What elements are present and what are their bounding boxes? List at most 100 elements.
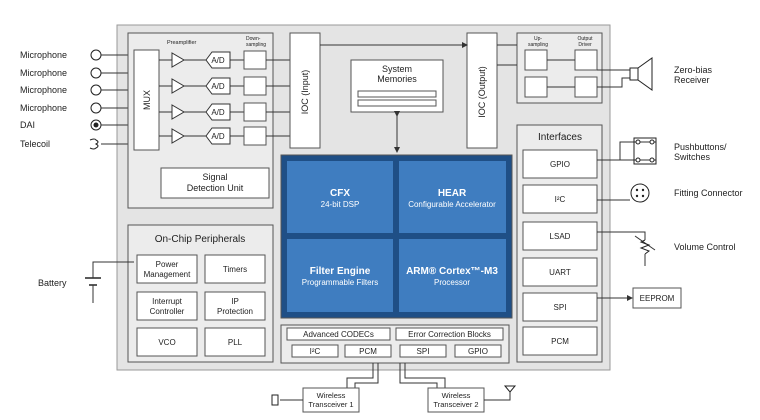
- pushbutton-wires: [597, 141, 656, 161]
- pushbuttons-label: Pushbuttons/Switches: [674, 142, 727, 162]
- downsampling-box: [243, 102, 267, 122]
- battery-wire: [92, 261, 134, 303]
- bus-port-label: SPI: [417, 347, 430, 356]
- bus-block-label: Advanced CODECs: [303, 330, 374, 339]
- input-label: DAI: [20, 120, 35, 130]
- peripheral-box: [136, 327, 198, 357]
- interface-box: [522, 257, 598, 287]
- microphone-icon: [90, 102, 102, 114]
- ad-label: A/D: [211, 132, 225, 141]
- pushbutton-icon: [633, 137, 657, 165]
- downsampling-box: [243, 76, 267, 96]
- preamp-icon: [171, 104, 185, 120]
- speaker-icon: [629, 67, 639, 81]
- antenna-right-wire: [484, 390, 511, 401]
- ad-label: A/D: [211, 108, 225, 117]
- bus-block: [286, 327, 391, 341]
- filter-engine-title: Filter Engine: [310, 266, 371, 277]
- interfaces-title: Interfaces: [538, 132, 582, 143]
- eeprom-label: EEPROM: [640, 294, 675, 303]
- microphone-icon: [90, 84, 102, 96]
- peripherals-title: On-Chip Peripherals: [155, 234, 246, 245]
- volume-control-label: Volume Control: [674, 242, 736, 252]
- peripheral-box: [204, 254, 266, 284]
- interface-box: [522, 184, 598, 214]
- memory-bar-2: [357, 99, 437, 107]
- wireless-transceiver: [302, 387, 360, 413]
- interface-label: GPIO: [550, 160, 570, 169]
- signal-detection-unit: [160, 167, 270, 199]
- fitting-connector-label: Fitting Connector: [674, 188, 743, 198]
- interface-label: UART: [549, 268, 571, 277]
- cfx-subtitle: 24-bit DSP: [321, 200, 360, 209]
- preamp-icon: [171, 78, 185, 94]
- speaker-cone-icon: [637, 57, 653, 91]
- wireless-transceiver: [427, 387, 485, 413]
- output-driver-box-2: [574, 76, 598, 98]
- downsampling-box: [243, 126, 267, 146]
- mux-block-front: [133, 49, 160, 151]
- interface-box: [522, 292, 598, 322]
- input-label: Microphone: [20, 85, 67, 95]
- interface-label: LSAD: [550, 232, 571, 241]
- bus-block: [395, 327, 504, 341]
- arm-subtitle: Processor: [434, 278, 470, 287]
- fitting-connector-icon: [630, 183, 650, 203]
- bus-port: [399, 344, 447, 358]
- antenna-right-icon: [503, 385, 517, 393]
- bus-port-label: I²C: [310, 347, 321, 356]
- peripheral-label: Timers: [223, 265, 247, 274]
- ioc-input-block: [289, 32, 321, 149]
- memory-bar-1: [357, 90, 437, 98]
- input-label: Microphone: [20, 68, 67, 78]
- peripheral-label: PLL: [228, 338, 243, 347]
- ad-chain: A/DA/DA/DA/D: [159, 50, 290, 146]
- input-list: MicrophoneMicrophoneMicrophoneMicrophone…: [20, 49, 134, 150]
- ioc-output-block: [466, 32, 498, 149]
- preamp-label: Preamplifier: [167, 40, 197, 46]
- peripheral-box: [136, 254, 198, 284]
- peripheral-box: [204, 327, 266, 357]
- mux-text: MUX: [142, 90, 152, 110]
- downsampling-box: [243, 50, 267, 70]
- wireless-wires: [346, 363, 446, 388]
- interface-label: I²C: [555, 195, 566, 204]
- arm-title: ARM® Cortex™-M3: [406, 266, 498, 277]
- telecoil-icon: [89, 138, 99, 150]
- interface-box: [522, 221, 598, 251]
- interface-box: [522, 326, 598, 356]
- bus-port: [454, 344, 502, 358]
- eeprom-block: [632, 287, 682, 309]
- microphone-icon: [90, 49, 102, 61]
- ioc-input-label: IOC (Input): [300, 70, 310, 115]
- upsampling-label: Up-sampling: [528, 36, 548, 48]
- battery-label: Battery: [38, 278, 67, 288]
- hear-block: [399, 161, 506, 233]
- output-driver-box-1: [574, 49, 598, 71]
- interface-label: SPI: [554, 303, 567, 312]
- ad-label: A/D: [211, 56, 225, 65]
- volume-control-icon: [639, 239, 651, 255]
- bus-port-label: GPIO: [468, 347, 488, 356]
- peripheral-box: [204, 291, 266, 321]
- cfx-title: CFX: [330, 188, 350, 199]
- upsampling-box-1: [524, 49, 548, 71]
- input-label: Telecoil: [20, 139, 50, 149]
- hear-title: HEAR: [438, 188, 467, 199]
- microphone-icon: [90, 67, 102, 79]
- interface-list: GPIO I²C LSAD UART SPI PCM: [522, 149, 598, 356]
- filter-engine-block: [287, 239, 393, 312]
- interface-label: PCM: [551, 337, 569, 346]
